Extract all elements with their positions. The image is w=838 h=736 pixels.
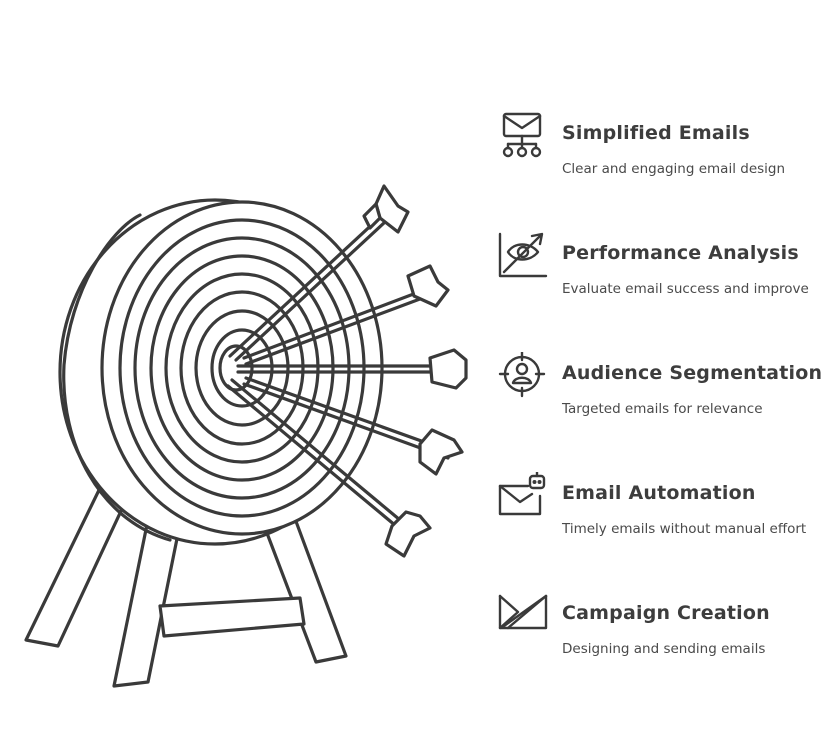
item-title: Email Automation: [562, 482, 756, 504]
item-campaign-creation: Campaign Creation Designing and sending …: [498, 592, 838, 672]
item-description: Designing and sending emails: [562, 641, 766, 657]
target-with-arrows-illustration: [24, 184, 468, 688]
eye-chart-icon: [498, 232, 548, 278]
item-title: Campaign Creation: [562, 602, 770, 624]
item-title: Audience Segmentation: [562, 362, 823, 384]
target-user-icon: [498, 352, 546, 398]
arrows: [226, 184, 468, 558]
item-audience-segmentation: Audience Segmentation Targeted emails fo…: [498, 352, 838, 432]
email-network-icon: [502, 112, 542, 158]
item-description: Timely emails without manual effort: [562, 521, 807, 537]
item-performance-analysis: Performance Analysis Evaluate email succ…: [498, 232, 838, 312]
email-robot-icon: [498, 472, 546, 516]
item-simplified-emails: Simplified Emails Clear and engaging ema…: [498, 112, 838, 192]
item-title: Simplified Emails: [562, 122, 750, 144]
item-email-automation: Email Automation Timely emails without m…: [498, 472, 838, 552]
item-description: Evaluate email success and improve: [562, 281, 809, 297]
item-description: Clear and engaging email design: [562, 161, 786, 177]
paper-plane-icon: [498, 594, 548, 630]
item-description: Targeted emails for relevance: [562, 401, 763, 417]
target-board: [58, 198, 384, 546]
item-title: Performance Analysis: [562, 242, 799, 264]
